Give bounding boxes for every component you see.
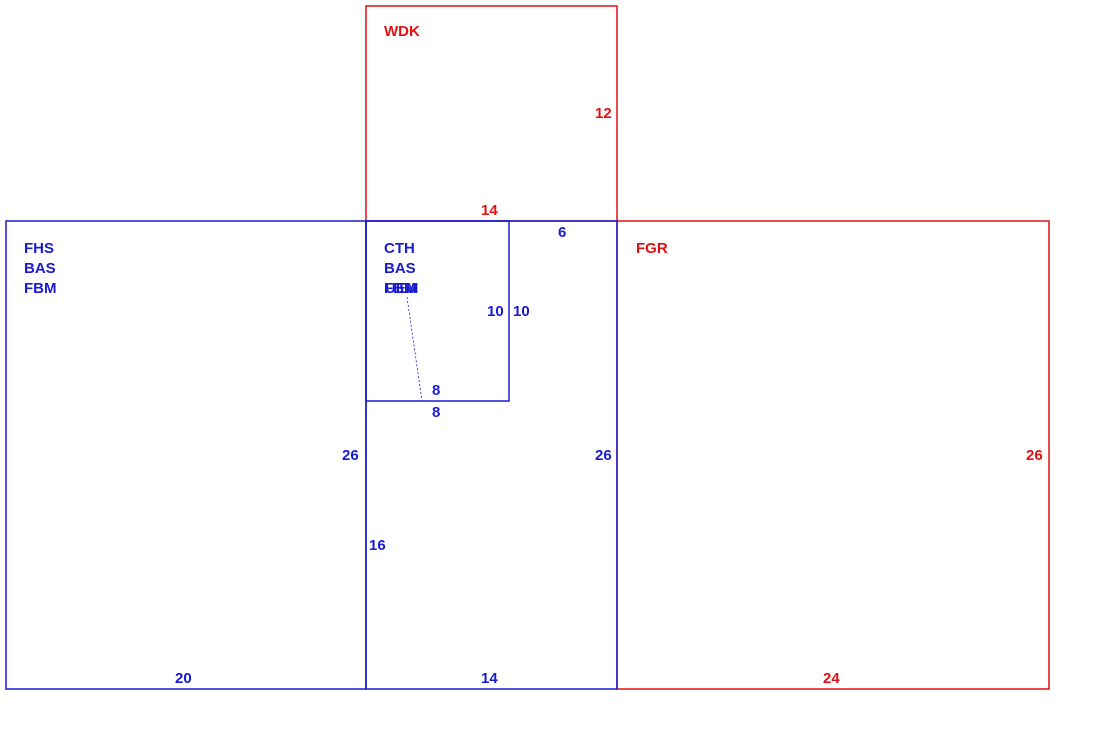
center-dim-left: 16 (369, 537, 386, 554)
fgr-dim-right: 26 (1026, 447, 1043, 464)
fhs-label-2: BAS (24, 260, 56, 277)
fhs-label-3: FBM (24, 280, 57, 297)
fgr-outline (616, 220, 1050, 690)
wdk-dim-bottom: 14 (481, 202, 498, 219)
cth-outline (365, 220, 510, 402)
fhs-dim-right: 26 (342, 447, 359, 464)
cth-dim-bottom-top: 8 (432, 382, 440, 399)
area-wdk: WDK 12 14 (365, 5, 618, 222)
cth-dim-right-inner: 10 (487, 303, 504, 320)
fhs-outline (5, 220, 367, 690)
center-dim-top: 6 (558, 224, 566, 241)
cth-label-overlap: UEM (385, 280, 418, 297)
area-cth: CTH BAS FBM UEM 10 10 8 8 (365, 220, 530, 421)
wdk-label: WDK (384, 23, 420, 40)
fhs-label-1: FHS (24, 240, 54, 257)
center-dim-bottom: 14 (481, 670, 498, 687)
cth-dim-right-outer: 10 (513, 303, 530, 320)
label-leader-line (406, 296, 423, 402)
wdk-dim-right: 12 (595, 105, 612, 122)
area-fhs: FHS BAS FBM 26 20 (5, 220, 367, 690)
cth-dim-bottom-below: 8 (432, 404, 440, 421)
fgr-dim-bottom: 24 (823, 670, 840, 687)
center-dim-right: 26 (595, 447, 612, 464)
fgr-label: FGR (636, 240, 668, 257)
cth-label-1: CTH (384, 240, 415, 257)
cth-label-2: BAS (384, 260, 416, 277)
cth-label-3: FBM (384, 280, 417, 297)
fhs-dim-bottom: 20 (175, 670, 192, 687)
area-fgr: FGR 26 24 (616, 220, 1050, 690)
